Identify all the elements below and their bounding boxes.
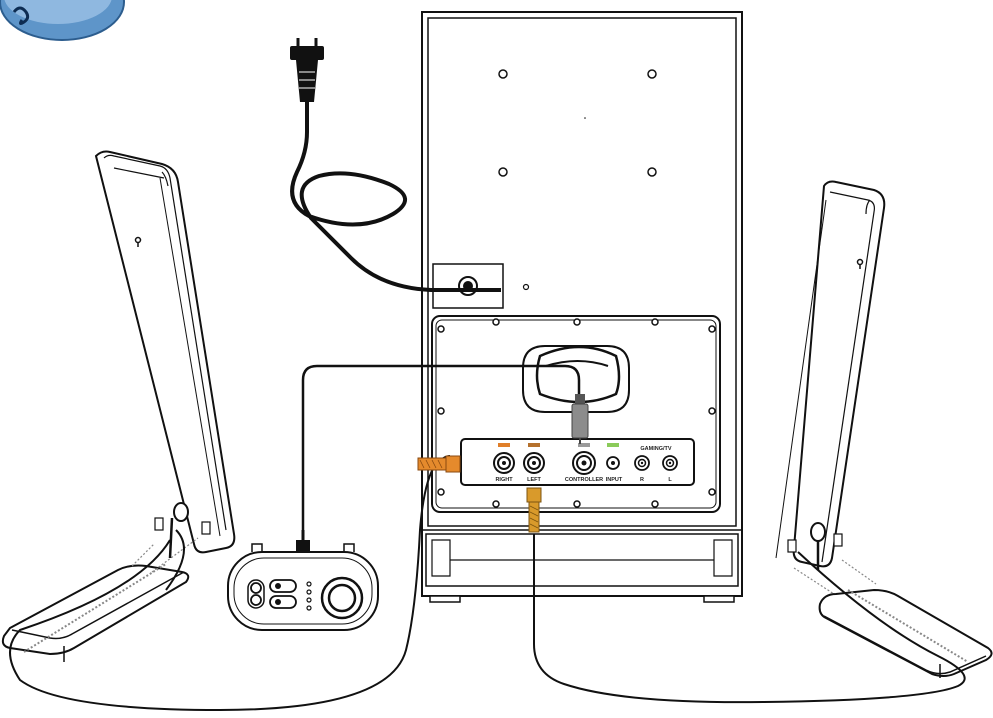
left-speaker-body [94, 150, 236, 554]
color-tag-controller [578, 443, 590, 447]
color-tag-right [498, 443, 510, 447]
label-right: RIGHT [495, 477, 513, 483]
mode-buttons[interactable] [269, 579, 297, 609]
jack-input[interactable] [606, 456, 620, 470]
left-speaker-cable [533, 534, 966, 704]
label-left: LEFT [527, 477, 541, 483]
panel-screws [437, 318, 716, 508]
label-gaming-tv: GAMING/TV [640, 446, 671, 452]
left-stand [1, 564, 190, 656]
mount-hole [498, 167, 508, 177]
power-cord [290, 38, 501, 292]
label-r: R [640, 477, 644, 483]
corner-badge [0, 0, 125, 41]
mount-hole [647, 167, 657, 177]
left-satellite [1, 150, 236, 662]
jack-controller[interactable] [572, 451, 596, 475]
volume-knob[interactable] [320, 576, 364, 620]
controller-plug [571, 394, 589, 444]
subwoofer: RIGHT LEFT CONTROLLER INPUT GAMING/TV R … [421, 11, 743, 603]
power-indicator [522, 283, 530, 291]
right-speaker-cable [9, 455, 451, 712]
power-plug [290, 46, 324, 60]
control-pod [227, 530, 379, 631]
right-speaker-plug [417, 455, 461, 473]
level-indicators [306, 581, 312, 611]
controller-cable [301, 364, 581, 530]
right-stand [818, 588, 993, 677]
badge-letter [12, 6, 30, 26]
jack-gaming-r[interactable] [634, 455, 650, 471]
label-controller: CONTROLLER [565, 477, 603, 483]
mount-hole [647, 69, 657, 79]
right-speaker-body [792, 180, 886, 568]
mount-hole [498, 69, 508, 79]
right-satellite [775, 180, 993, 678]
handle-recess [522, 345, 630, 413]
power-button[interactable] [247, 579, 265, 609]
jack-left[interactable] [523, 452, 545, 474]
jack-right[interactable] [493, 452, 515, 474]
color-tag-left [528, 443, 540, 447]
subwoofer-base [422, 529, 742, 587]
label-l: L [668, 477, 672, 483]
left-speaker-plug [526, 487, 542, 533]
jack-gaming-l[interactable] [662, 455, 678, 471]
color-tag-input [607, 443, 619, 447]
label-input: INPUT [606, 477, 623, 483]
